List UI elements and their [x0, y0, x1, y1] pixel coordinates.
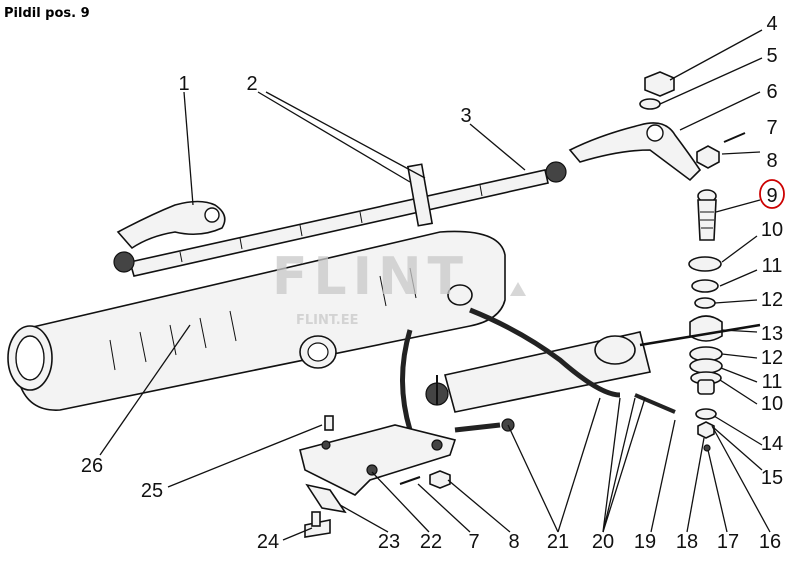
callout-17: 17 — [717, 531, 739, 553]
callout-15: 15 — [761, 467, 783, 489]
callout-3: 3 — [460, 105, 471, 127]
watermark-triangle-icon — [510, 282, 526, 296]
callout-21: 21 — [547, 531, 569, 553]
callout-19: 19 — [634, 531, 656, 553]
mounting-bracket — [299, 424, 457, 496]
callout-11b: 11 — [762, 371, 783, 393]
callout-5: 5 — [766, 45, 777, 67]
callout-7: 7 — [766, 117, 777, 139]
callout-23: 23 — [378, 531, 400, 553]
nut-and-washer-set — [639, 71, 746, 169]
callout-18: 18 — [676, 531, 698, 553]
callout-8b: 8 — [508, 531, 519, 553]
callout-6: 6 — [766, 81, 777, 103]
callout-14: 14 — [761, 433, 783, 455]
callout-13: 13 — [761, 323, 783, 345]
leader-lines — [99, 29, 771, 541]
right-steering-arm — [568, 122, 702, 182]
ball-pin — [697, 189, 717, 241]
callout-7b: 7 — [468, 531, 479, 553]
callout-8: 8 — [766, 150, 777, 172]
loose-fasteners — [304, 415, 451, 538]
callout-labels: 1 2 3 4 5 6 7 8 9 10 11 12 13 12 11 10 1… — [81, 13, 785, 553]
left-steering-arm — [116, 200, 226, 250]
callout-1: 1 — [178, 73, 189, 95]
callout-11: 11 — [762, 255, 783, 277]
power-cylinder — [425, 323, 761, 413]
callout-12: 12 — [761, 289, 783, 311]
hydraulic-hoses — [400, 307, 676, 433]
callout-25: 25 — [141, 480, 163, 502]
callout-24: 24 — [257, 531, 279, 553]
callout-22: 22 — [420, 531, 442, 553]
callout-2: 2 — [246, 73, 257, 95]
tie-rod — [113, 161, 567, 277]
callout-10b: 10 — [761, 393, 783, 415]
callout-16: 16 — [759, 531, 781, 553]
parts-drawing — [7, 71, 761, 538]
callout-20: 20 — [592, 531, 614, 553]
flint-watermark: FLINT FLINT.EE — [272, 247, 526, 328]
callout-10: 10 — [761, 219, 783, 241]
callout-9: 9 — [766, 185, 777, 207]
watermark-site: FLINT.EE — [296, 313, 358, 328]
callout-12b: 12 — [761, 347, 783, 369]
highlight-circle — [759, 179, 785, 209]
page-title: Pildil pos. 9 — [4, 6, 90, 21]
watermark-brand: FLINT — [272, 247, 469, 307]
callout-4: 4 — [766, 13, 777, 35]
callout-26: 26 — [81, 455, 103, 477]
bushing-stack — [688, 256, 723, 452]
housing-tube — [7, 230, 506, 411]
